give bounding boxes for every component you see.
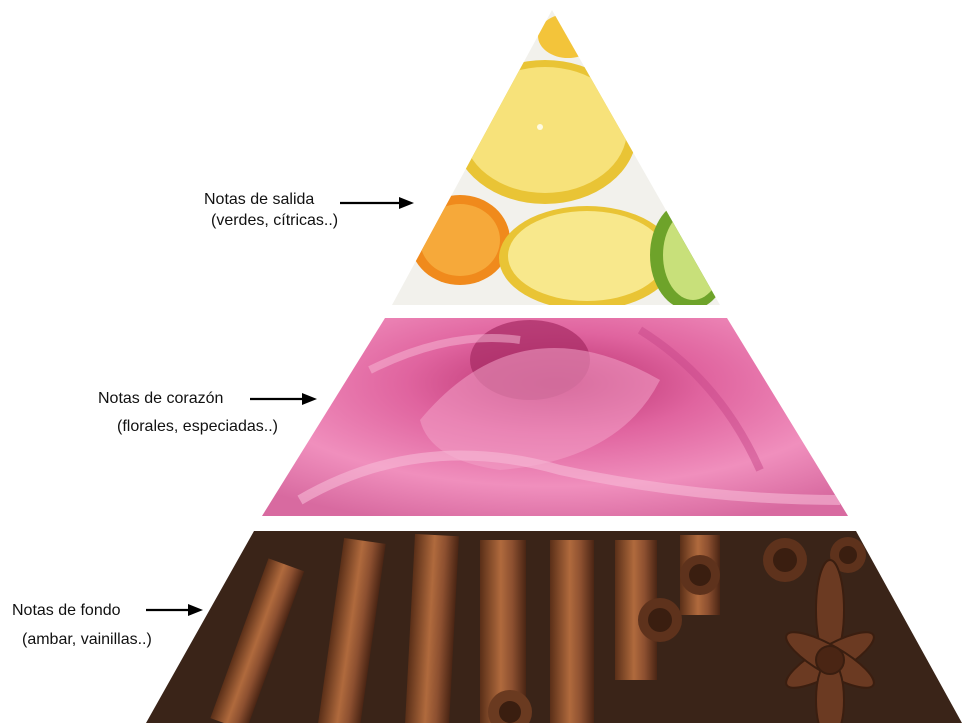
- bottom-layer-cinnamon-image: [140, 525, 962, 723]
- top-notes-subtitle: (verdes, cítricas..): [211, 211, 338, 230]
- arrow-icon-bottom: [146, 604, 203, 616]
- label-base-notes: Notas de fondo (ambar, vainillas..): [12, 601, 152, 649]
- top-notes-title: Notas de salida: [204, 190, 338, 209]
- middle-layer-rose-image: [250, 310, 860, 520]
- heart-notes-title: Notas de corazón: [98, 389, 278, 408]
- arrow-icon-top: [340, 197, 414, 209]
- heart-notes-subtitle: (florales, especiadas..): [117, 417, 278, 436]
- base-notes-title: Notas de fondo: [12, 601, 152, 620]
- label-heart-notes: Notas de corazón (florales, especiadas..…: [98, 389, 278, 436]
- base-notes-subtitle: (ambar, vainillas..): [22, 630, 152, 649]
- label-top-notes: Notas de salida (verdes, cítricas..): [204, 190, 338, 230]
- top-layer-citrus-image: [380, 0, 730, 310]
